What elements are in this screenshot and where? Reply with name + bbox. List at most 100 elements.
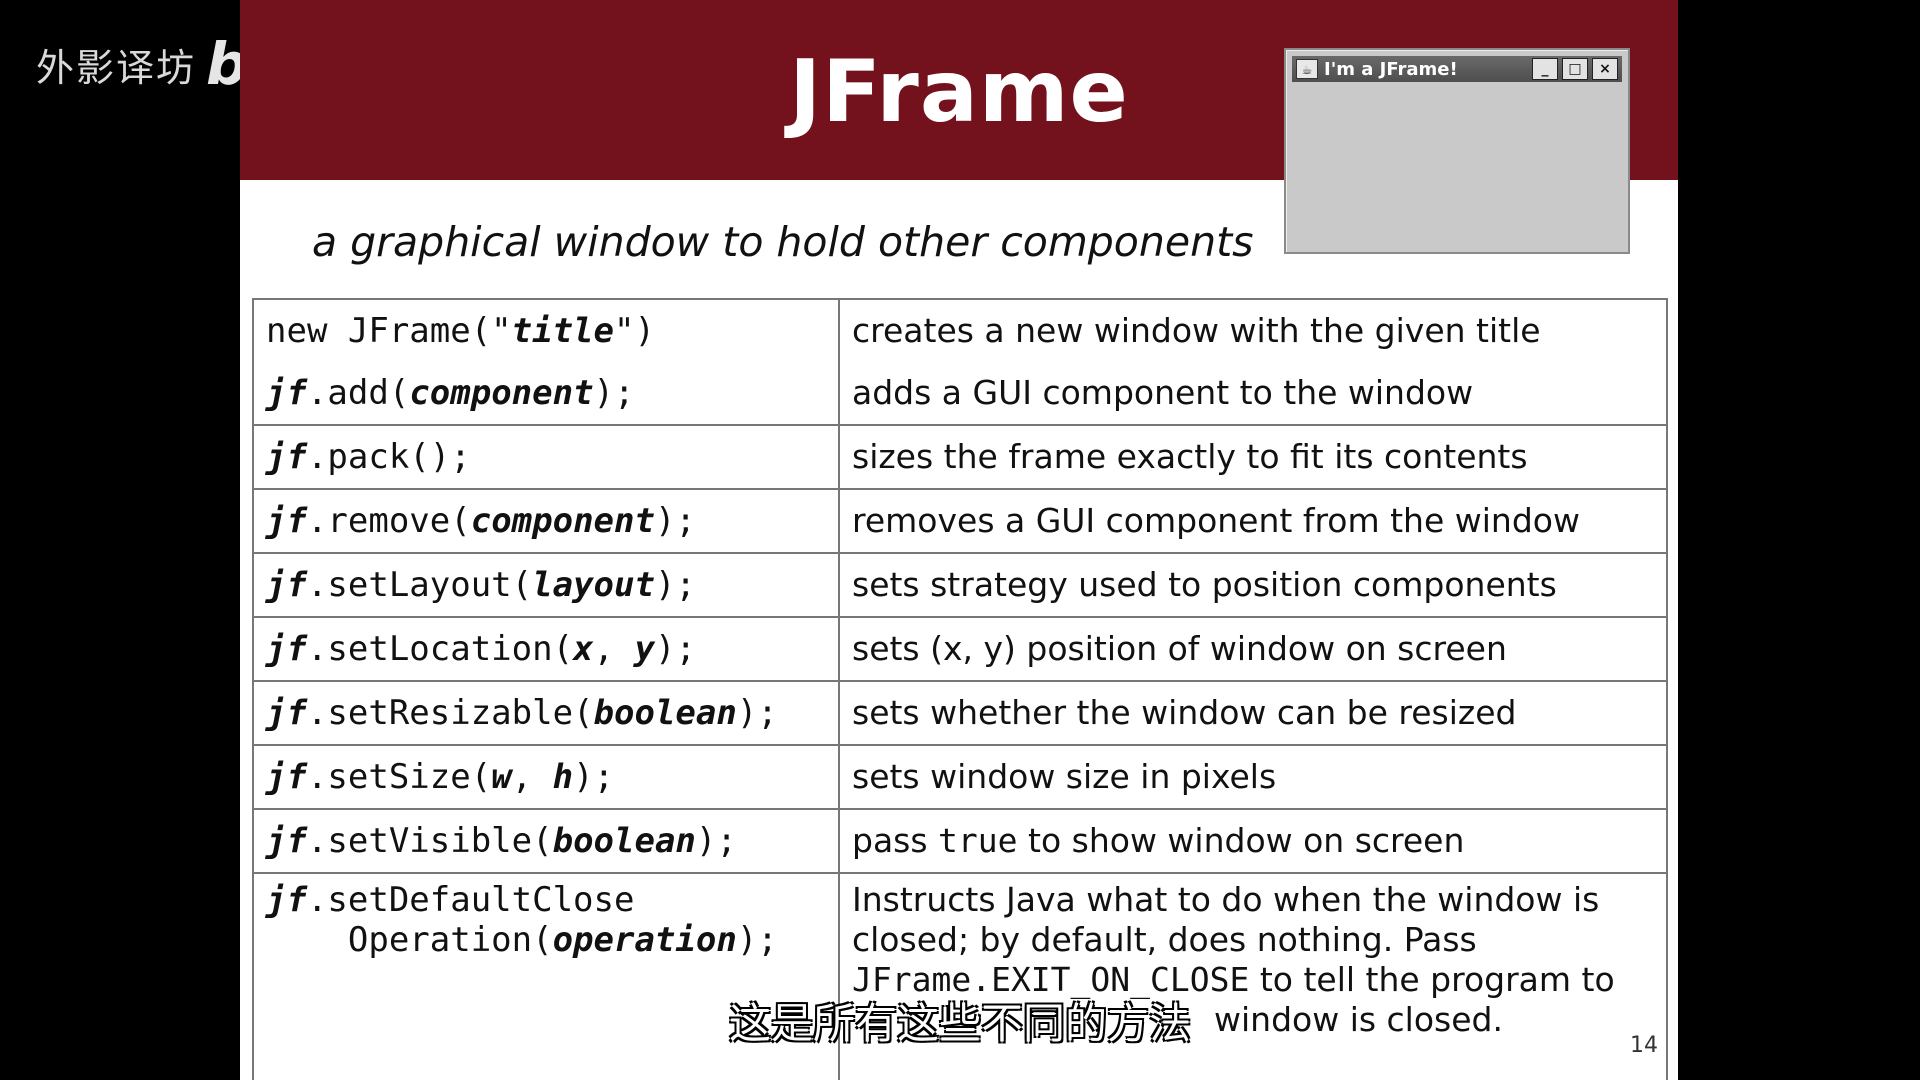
signature-param: boolean <box>593 693 737 733</box>
signature-text: ); <box>654 501 696 541</box>
method-description: sets (x, y) position of window on screen <box>852 629 1507 668</box>
table-row: jf.pack();sizes the frame exactly to fit… <box>252 424 1668 490</box>
method-description: sets window size in pixels <box>852 757 1277 796</box>
method-signature: jf.setVisible(boolean); <box>266 810 838 872</box>
slide-title: JFrame <box>789 42 1129 142</box>
method-signature: jf.pack(); <box>266 426 838 488</box>
method-signature: jf.remove(component); <box>266 490 838 552</box>
code-literal: true <box>938 821 1018 860</box>
video-caption: 这是所有这些不同的方法 <box>728 999 1191 1048</box>
method-cell: jf.setResizable(boolean); <box>252 680 840 746</box>
method-description: removes a GUI component from the window <box>852 501 1580 540</box>
description-cell: creates a new window with the given titl… <box>838 298 1668 426</box>
method-description: sets whether the window can be resized <box>852 693 1517 732</box>
signature-text: .remove( <box>306 501 471 541</box>
jframe-example-titlebar: ☕ I'm a JFrame! _ □ × <box>1292 56 1622 82</box>
signature-param: jf <box>266 693 307 733</box>
method-cell: jf.setLayout(layout); <box>252 552 840 618</box>
method-description: creates a new window with the given titl… <box>852 311 1541 350</box>
slide: JFrame ☕ I'm a JFrame! _ □ × a graphical… <box>240 0 1678 1080</box>
description-text: to tell the program to <box>1249 960 1615 999</box>
description-cell: sets strategy used to position component… <box>838 552 1668 618</box>
maximize-icon: □ <box>1562 58 1588 80</box>
signature-param: jf <box>266 501 307 541</box>
method-description: pass true to show window on screen <box>852 810 1666 872</box>
method-signature: jf.setDefaultClose <box>266 880 634 920</box>
signature-text: new JFrame(" <box>266 311 512 351</box>
description-text: Instructs Java what to do when the windo… <box>852 880 1600 919</box>
signature-param: jf <box>266 373 307 413</box>
description-cell: removes a GUI component from the window <box>838 488 1668 554</box>
signature-param: jf <box>266 821 307 861</box>
signature-param: title <box>511 311 614 351</box>
method-signature: Operation(operation); <box>266 920 778 960</box>
method-cell: new JFrame("title") jf.add(component); <box>252 298 840 426</box>
signature-text: ); <box>593 373 635 413</box>
jframe-example-window: ☕ I'm a JFrame! _ □ × <box>1284 48 1630 254</box>
table-row: jf.setSize(w, h); sets window size in pix… <box>252 744 1668 810</box>
signature-param: component <box>409 373 594 413</box>
description-cell: pass true to show window on screen <box>838 808 1668 874</box>
signature-text: .setVisible( <box>306 821 553 861</box>
signature-text: ") <box>614 311 655 351</box>
description-text: to show window on screen <box>1017 821 1465 860</box>
signature-text: , <box>593 629 635 669</box>
signature-text: .pack(); <box>306 437 471 477</box>
description-cell: sets (x, y) position of window on screen <box>838 616 1668 682</box>
page-number: 14 <box>1630 1033 1658 1058</box>
signature-param: h <box>552 757 574 797</box>
description-text: window is closed. <box>1214 1000 1503 1039</box>
signature-param: y <box>634 629 655 669</box>
table-row: new JFrame("title") jf.add(component); cre… <box>252 298 1668 426</box>
method-description: sets strategy used to position component… <box>852 565 1557 604</box>
signature-param: jf <box>266 757 307 797</box>
signature-text: .setLayout( <box>306 565 533 605</box>
method-signature: jf.setResizable(boolean); <box>266 682 838 744</box>
slide-subtitle: a graphical window to hold other compone… <box>312 218 1254 266</box>
method-signature: new JFrame("title") <box>266 300 838 362</box>
signature-text: .setLocation( <box>306 629 574 669</box>
signature-text: .setResizable( <box>306 693 594 733</box>
code-literal: JFrame.EXIT_ON_CLOSE <box>852 960 1250 999</box>
signature-param: x <box>573 629 594 669</box>
signature-text: ); <box>654 565 696 605</box>
method-signature: jf.setLayout(layout); <box>266 554 838 616</box>
signature-text: , <box>511 757 553 797</box>
description-cell: sizes the frame exactly to fit its conte… <box>838 424 1668 490</box>
signature-param: jf <box>266 437 307 477</box>
description-text: closed; by default, does nothing. Pass <box>852 920 1477 959</box>
signature-text: .setDefaultClose <box>306 880 635 920</box>
description-cell: sets whether the window can be resized <box>838 680 1668 746</box>
table-row: jf.setResizable(boolean); sets whether th… <box>252 680 1668 746</box>
close-icon: × <box>1592 58 1618 80</box>
signature-text: .add( <box>306 373 410 413</box>
signature-param: w <box>491 757 512 797</box>
signature-text: ); <box>573 757 615 797</box>
table-row: jf.setVisible(boolean);pass true to show… <box>252 808 1668 874</box>
method-description: Instructs Java what to do when the windo… <box>852 874 1666 1040</box>
signature-text: ); <box>654 629 696 669</box>
signature-text: .setSize( <box>306 757 492 797</box>
method-signature: jf.setLocation(x, y); <box>266 618 838 680</box>
signature-text: Operation( <box>266 920 553 960</box>
signature-text: ); <box>695 821 737 861</box>
table-row: jf.setDefaultClose Operation(operation);… <box>252 872 1668 1080</box>
method-cell: jf.setDefaultClose Operation(operation); <box>252 872 840 1080</box>
table-row: jf.setLocation(x, y); sets (x, y) positio… <box>252 616 1668 682</box>
minimize-icon: _ <box>1532 58 1558 80</box>
signature-param: layout <box>532 565 655 605</box>
signature-text: ); <box>736 920 778 960</box>
method-description: adds a GUI component to the window <box>852 373 1474 412</box>
description-text: pass <box>852 821 939 860</box>
method-cell: jf.setLocation(x, y); <box>252 616 840 682</box>
signature-param: operation <box>552 920 737 960</box>
watermark-text: 外影译坊 <box>36 45 197 90</box>
signature-param: jf <box>266 629 307 669</box>
jframe-example-title: I'm a JFrame! <box>1324 58 1458 80</box>
method-signature-block: jf.setDefaultClose Operation(operation); <box>266 874 838 960</box>
method-cell: jf.setVisible(boolean); <box>252 808 840 874</box>
table-row: jf.setLayout(layout); sets strategy used … <box>252 552 1668 618</box>
signature-param: boolean <box>552 821 696 861</box>
method-table: new JFrame("title")jf.add(component);cre… <box>252 298 1668 1080</box>
description-cell: sets window size in pixels <box>838 744 1668 810</box>
